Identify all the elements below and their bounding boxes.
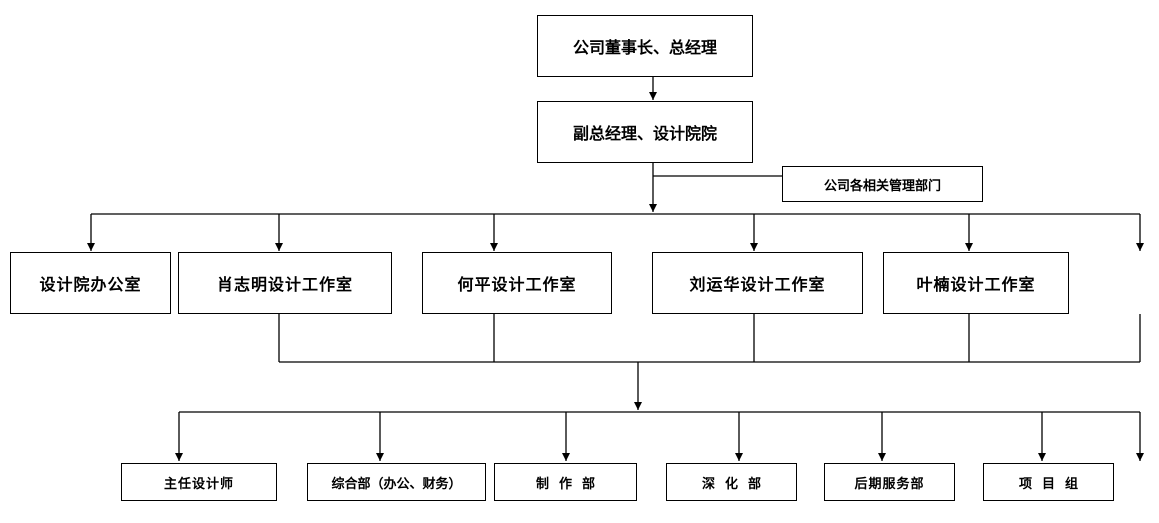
node-studio-he-ping: 何平设计工作室 xyxy=(422,252,612,314)
node-dept-project-team: 项目组 xyxy=(983,463,1114,501)
node-dept-after-service: 后期服务部 xyxy=(824,463,955,501)
node-studio-ye-nan: 叶楠设计工作室 xyxy=(883,252,1069,314)
node-dept-production: 制作部 xyxy=(494,463,637,501)
node-chairman-gm: 公司董事长、总经理 xyxy=(537,15,753,77)
node-studio-office: 设计院办公室 xyxy=(10,252,171,314)
node-dept-deepening: 深化部 xyxy=(666,463,797,501)
node-related-management-depts: 公司各相关管理部门 xyxy=(782,166,983,202)
node-dept-chief-designer: 主任设计师 xyxy=(121,463,277,501)
node-dept-general-office-finance: 综合部（办公、财务） xyxy=(307,463,486,501)
node-deputy-gm-institute-head: 副总经理、设计院院 xyxy=(537,101,753,163)
node-studio-xiao-zhiming: 肖志明设计工作室 xyxy=(178,252,392,314)
node-studio-liu-yunhua: 刘运华设计工作室 xyxy=(652,252,863,314)
